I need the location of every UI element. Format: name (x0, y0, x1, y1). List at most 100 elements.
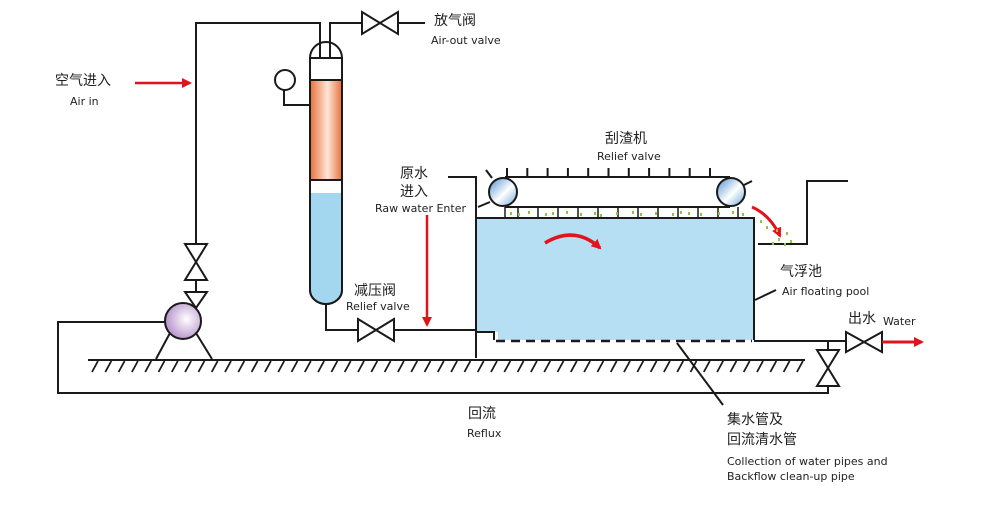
sludge-particle (616, 212, 618, 215)
collection-label-zh-2: 回流清水管 (727, 432, 797, 448)
raw-water-label-zh-1: 原水 (400, 166, 428, 182)
sludge-particle (776, 229, 778, 232)
outlet-pipe (754, 340, 846, 350)
sludge-particle (510, 212, 512, 215)
ground-hatch (290, 360, 299, 373)
reflux-valve-icon[interactable] (815, 349, 841, 387)
pool-label-en: Air floating pool (782, 285, 870, 298)
ground-hatch (530, 360, 538, 373)
ground-hatch (357, 360, 365, 373)
sludge-particle (594, 212, 596, 215)
air-out-pipe (329, 22, 425, 46)
ground-hatch (556, 360, 565, 373)
scraper-icon (477, 168, 753, 218)
raw-water-label-en: Raw water Enter (375, 202, 466, 215)
pressure-gauge-icon (274, 69, 310, 106)
circulation-pump-icon[interactable] (155, 302, 213, 360)
ground-hatch (397, 360, 405, 373)
sludge-arrow (751, 205, 782, 238)
ground-hatch (410, 360, 418, 373)
ground-hatch (437, 360, 445, 373)
ground-hatch (383, 360, 392, 373)
air-out-label-zh: 放气阀 (434, 13, 476, 29)
ground-hatch (543, 360, 551, 373)
ground-hatch (676, 360, 684, 373)
ground-hatch (516, 360, 525, 373)
air-out-valve-icon[interactable] (361, 10, 399, 36)
ground-hatch (157, 360, 166, 373)
sludge-particle (655, 212, 657, 215)
ground-hatch (224, 360, 232, 373)
pool-label-zh: 气浮池 (780, 264, 822, 280)
collection-label-en-1: Collection of water pipes and (727, 455, 888, 468)
ground-hatch (636, 360, 645, 373)
ground-hatch (423, 360, 432, 373)
air-in-label-en: Air in (70, 95, 99, 108)
ground-hatch (782, 360, 791, 373)
relief-valve-label-zh: 减压阀 (354, 283, 396, 299)
ground-hatch (769, 360, 778, 373)
flotation-pool-icon (477, 217, 755, 343)
ground-hatch (623, 360, 631, 373)
ground-hatch (197, 360, 206, 373)
dissolved-air-tank-icon (309, 41, 343, 305)
ground-hatch (131, 360, 139, 373)
reflux-pipe (57, 321, 829, 394)
sludge-particle (790, 240, 792, 243)
ground-hatch (184, 360, 192, 373)
reflux-label-zh: 回流 (468, 406, 496, 422)
ground-hatch (463, 360, 472, 373)
relief-valve-icon[interactable] (357, 317, 395, 343)
sludge-particle (672, 213, 674, 216)
outlet-valve-icon[interactable] (845, 330, 883, 354)
ground-hatch (476, 360, 485, 373)
sludge-particle (545, 213, 547, 216)
ground-hatch (450, 360, 458, 373)
sludge-particle (766, 226, 768, 229)
ground-hatch (104, 360, 113, 373)
sludge-particle (784, 243, 786, 246)
ground-hatch (343, 360, 352, 373)
sludge-particle (700, 213, 702, 216)
air-pipe (195, 22, 321, 244)
ground-hatch (703, 360, 711, 373)
ground-hatch (570, 360, 578, 373)
ground-hatch (171, 360, 179, 373)
outlet-label-zh: 出水 (848, 311, 876, 327)
outlet-label-en: Water (883, 315, 916, 328)
sludge-particle (552, 212, 554, 215)
sludge-particle (528, 211, 530, 214)
ground-hatch (742, 360, 751, 373)
ground-hatch (237, 360, 246, 373)
check-valve-icon (183, 291, 209, 310)
ground-hatch (144, 360, 152, 373)
raw-water-label-zh-2: 进入 (400, 184, 428, 200)
ground-hatch (250, 360, 259, 373)
ground-hatch (796, 360, 804, 373)
pump-inlet-valve-icon[interactable] (183, 243, 209, 281)
sludge-particle (742, 213, 744, 216)
sludge-particle (688, 212, 690, 215)
sludge-particle (786, 232, 788, 235)
ground-hatch (716, 360, 724, 373)
ground-hatch (503, 360, 512, 373)
air-in-label-zh: 空气进入 (55, 73, 111, 89)
ground-hatch (277, 360, 285, 373)
raw-water-pipe (448, 176, 477, 358)
pool-flow-arrow (544, 233, 602, 250)
sludge-particle (566, 211, 568, 214)
tank-outlet-pipe (325, 304, 476, 331)
ground-hatch (583, 360, 591, 373)
collection-leader (676, 342, 724, 406)
ground-hatch (210, 360, 219, 373)
sludge-particle (518, 213, 520, 216)
collection-label-en-2: Backflow clean-up pipe (727, 470, 855, 483)
ground-hatch (117, 360, 126, 373)
sludge-particle (600, 214, 602, 217)
reflux-label-en: Reflux (467, 427, 502, 440)
sludge-particle (760, 220, 762, 223)
ground-hatch (330, 360, 339, 373)
ground-hatch (264, 360, 272, 373)
